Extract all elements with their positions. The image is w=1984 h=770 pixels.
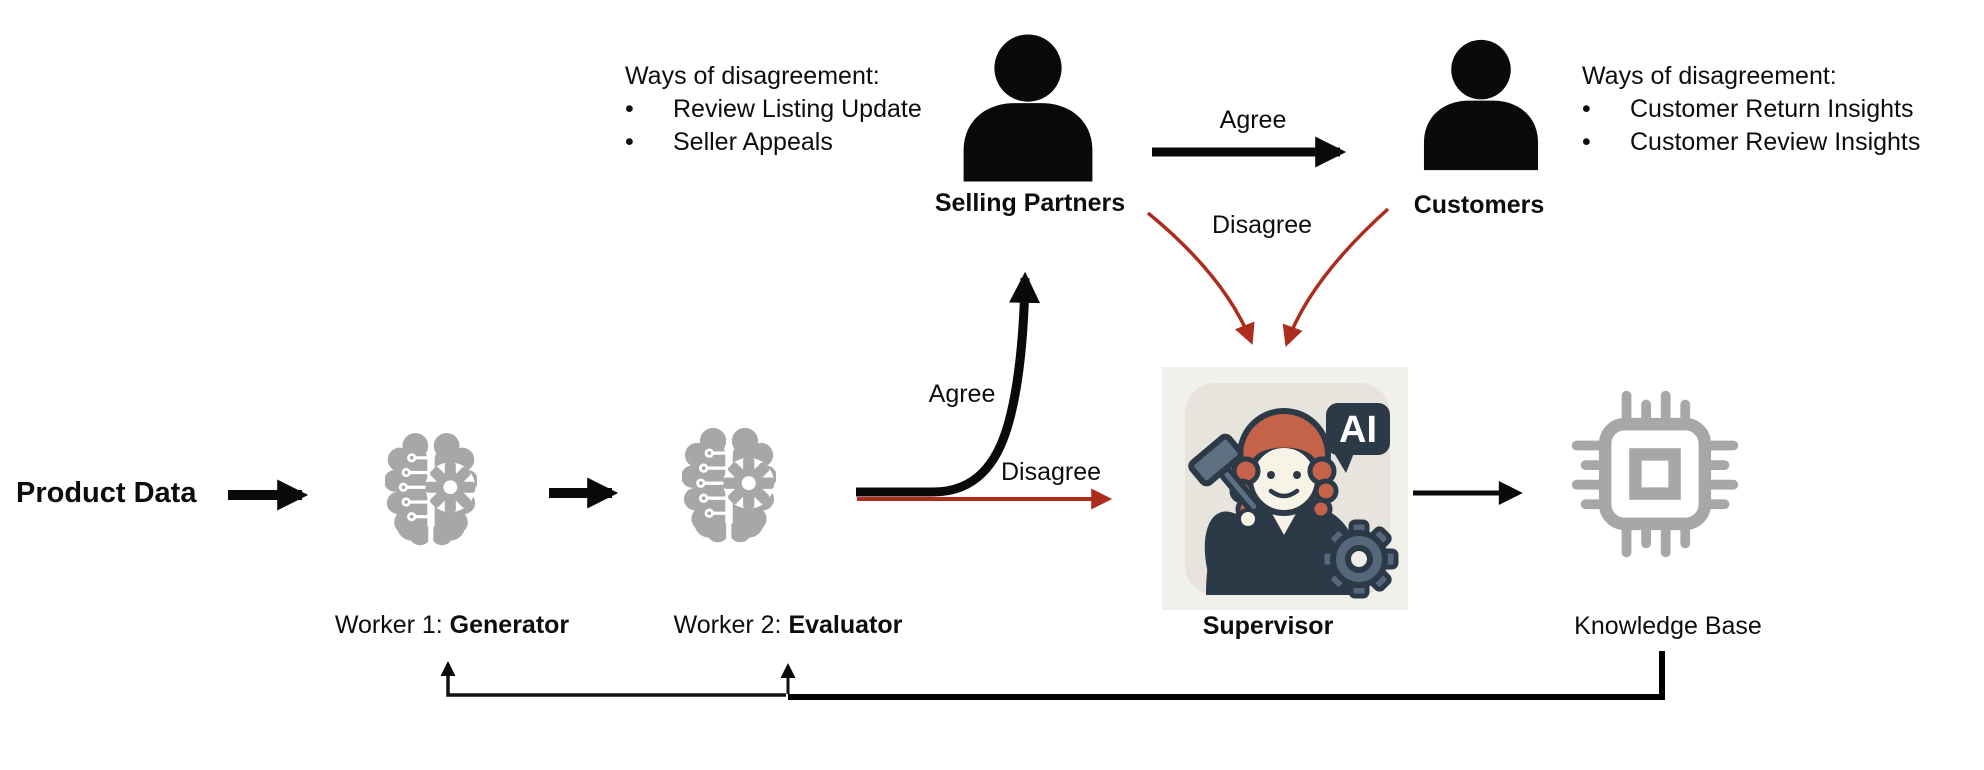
curve-evaluator-agree-to-partners — [856, 271, 1041, 497]
note-item: • Seller Appeals — [625, 126, 922, 159]
note-item: • Customer Review Insights — [1582, 126, 1920, 159]
worker1-label: Worker 1: Generator — [335, 611, 569, 640]
knowledge-base-chip-icon — [1571, 390, 1739, 558]
knowledge-base-label: Knowledge Base — [1574, 612, 1762, 640]
bullet-glyph: • — [1582, 128, 1591, 156]
curve-partners-disagree-to-supervisor — [1146, 211, 1255, 345]
note-item-text: Customer Return Insights — [1630, 95, 1914, 123]
note-item-text: Customer Review Insights — [1630, 128, 1921, 156]
evaluator-agree-label: Agree — [928, 380, 996, 408]
feedback-line-to-generator — [440, 661, 786, 697]
notes-selling-partners-title: Ways of disagreement: — [625, 62, 880, 90]
worker1-prefix: Worker 1: — [334, 611, 450, 639]
curve-customers-disagree-to-supervisor — [1282, 207, 1390, 347]
evaluator-brain-icon — [682, 425, 776, 547]
bullet-glyph: • — [625, 128, 634, 156]
customers-person-icon — [1423, 39, 1539, 171]
generator-brain-icon — [385, 430, 477, 550]
ai-badge: AI — [1326, 403, 1390, 473]
ai-badge-text: AI — [1339, 409, 1377, 451]
supervisor-label: Supervisor — [1202, 612, 1334, 640]
partners-agree-label: Agree — [1219, 106, 1287, 134]
selling-partners-person-icon — [963, 34, 1093, 182]
evaluator-disagree-label: Disagree — [1000, 458, 1102, 486]
center-disagree-label: Disagree — [1211, 211, 1313, 239]
notes-selling-partners: Ways of disagreement: • Review Listing U… — [625, 60, 922, 159]
notes-customers: Ways of disagreement: • Customer Return … — [1582, 60, 1920, 159]
supervisor-ai-judge-icon: AI — [1162, 367, 1408, 610]
worker2-label: Worker 2: Evaluator — [674, 611, 903, 640]
customers-label: Customers — [1413, 191, 1545, 219]
notes-customers-title: Ways of disagreement: — [1582, 62, 1837, 90]
selling-partners-label: Selling Partners — [934, 189, 1126, 217]
note-item: • Review Listing Update — [625, 93, 922, 126]
worker1-name: Generator — [449, 611, 570, 639]
bullet-glyph: • — [1582, 95, 1591, 123]
feedback-line-kb-to-evaluator — [788, 651, 1665, 700]
product-data-label: Product Data — [16, 477, 197, 509]
note-item-text: Seller Appeals — [673, 128, 833, 156]
worker2-name: Evaluator — [788, 611, 903, 639]
note-item-text: Review Listing Update — [673, 95, 922, 123]
note-item: • Customer Return Insights — [1582, 93, 1920, 126]
worker2-prefix: Worker 2: — [673, 611, 789, 639]
bullet-glyph: • — [625, 95, 634, 123]
